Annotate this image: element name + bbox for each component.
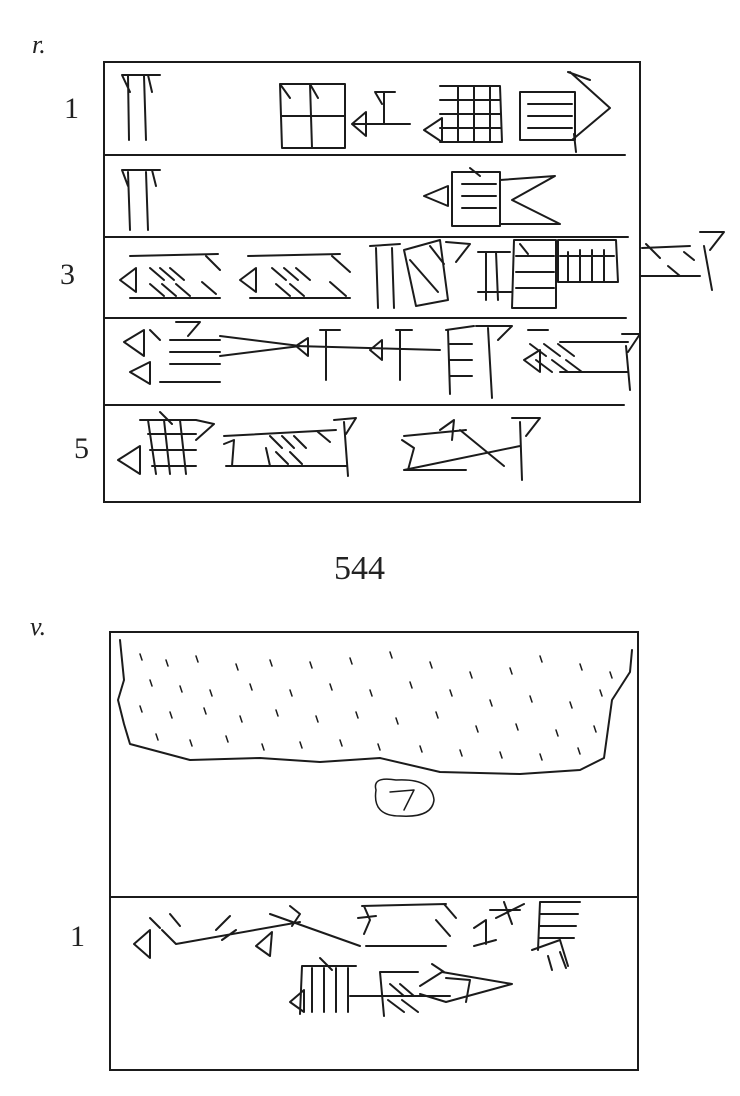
obverse-side-label: r. (32, 30, 46, 59)
cuneiform-sign-icon (351, 91, 411, 137)
reverse-side-label: v. (30, 612, 47, 641)
cuneiform-sign-icon (489, 901, 581, 971)
cuneiform-sign-icon (639, 231, 725, 291)
cuneiform-sign-icon (239, 253, 351, 299)
tablet-number: 544 (334, 550, 385, 587)
cuneiform-sign-icon (369, 239, 471, 309)
cuneiform-sign-icon (477, 239, 557, 309)
cuneiform-sign-icon (279, 83, 346, 149)
damaged-area-icon (117, 639, 633, 817)
obverse-line-number-3: 3 (60, 258, 75, 291)
cuneiform-sign-icon (123, 321, 221, 385)
obverse-line-number-1: 1 (64, 92, 79, 125)
cuneiform-sign-icon (269, 903, 497, 947)
reverse-frame (109, 631, 639, 1071)
cuneiform-sign-icon (119, 253, 221, 299)
obverse-panel (103, 61, 725, 503)
cuneiform-sign-icon (423, 85, 503, 143)
cuneiform-sign-icon (401, 417, 541, 481)
cuneiform-sign-icon (423, 167, 561, 227)
cuneiform-sign-icon (117, 411, 215, 475)
cuneiform-sign-icon (445, 325, 513, 399)
cuneiform-sign-icon (219, 329, 441, 381)
cuneiform-sign-icon (523, 329, 641, 391)
cuneiform-sign-icon (349, 963, 513, 1017)
cuneiform-sign-icon (223, 417, 357, 477)
obverse-line-number-5: 5 (74, 432, 89, 465)
cuneiform-sign-icon (519, 71, 611, 153)
cuneiform-sign-icon (557, 239, 619, 283)
cuneiform-sign-icon (121, 74, 161, 141)
reverse-panel (109, 631, 639, 1071)
obverse-frame (103, 61, 641, 503)
reverse-line-number-1: 1 (70, 920, 85, 953)
cuneiform-sign-icon (121, 169, 161, 231)
cuneiform-sign-icon (289, 957, 357, 1015)
cuneiform-sign-icon (133, 905, 301, 959)
